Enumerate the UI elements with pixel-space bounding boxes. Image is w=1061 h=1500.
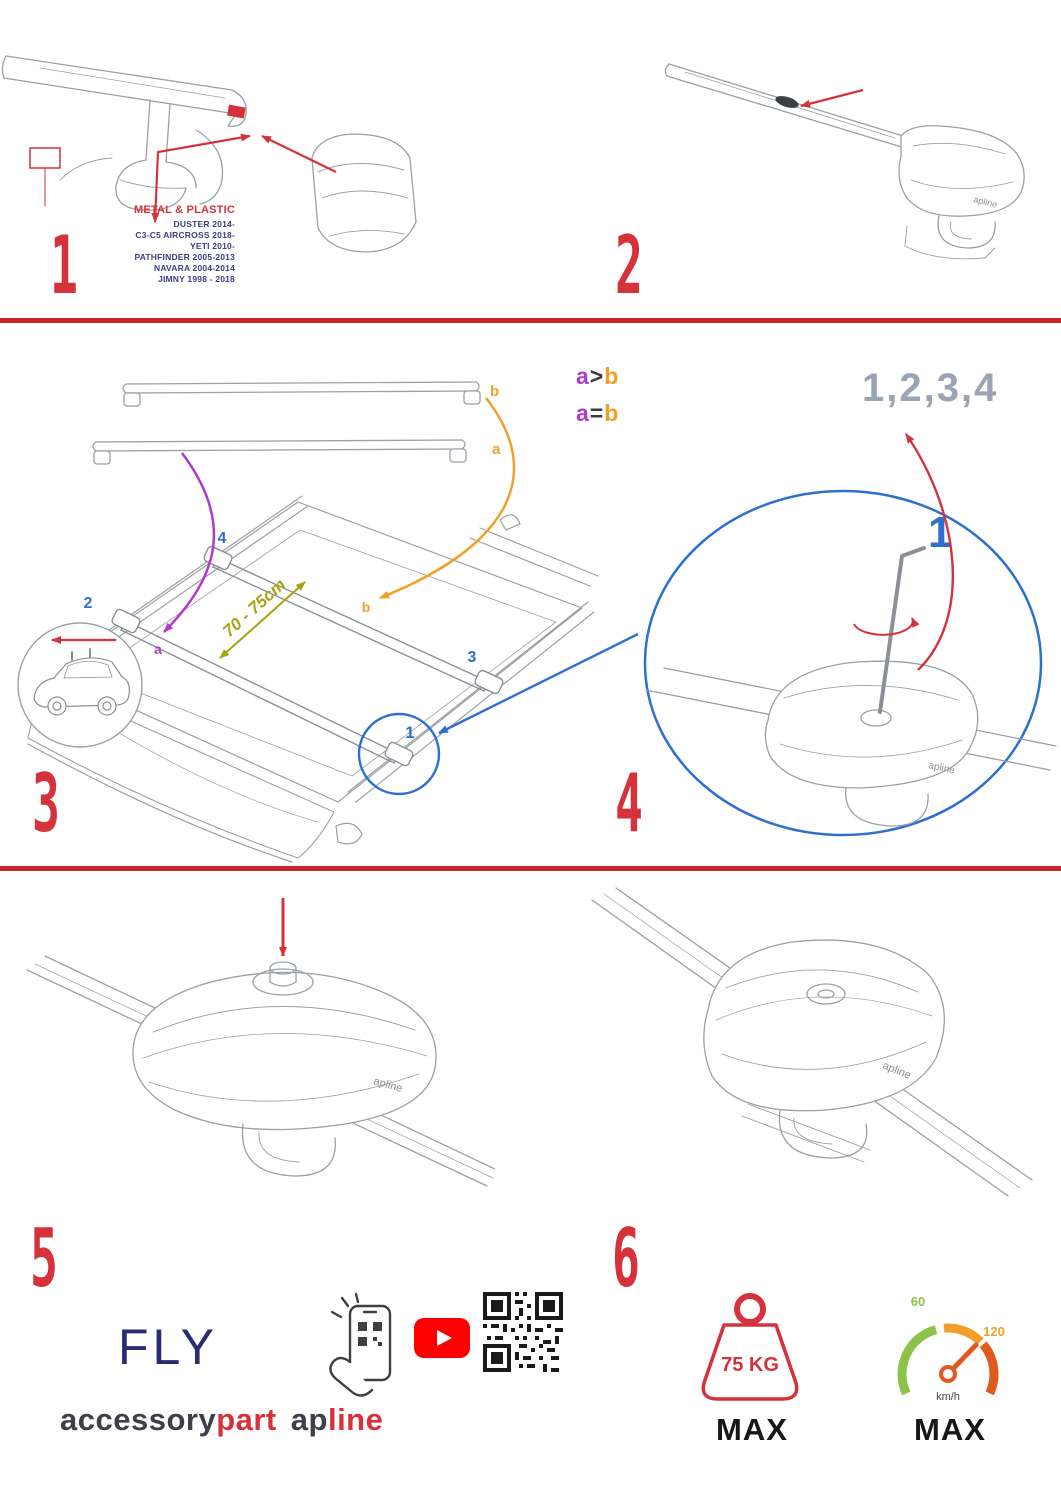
- model-line: PATHFINDER 2005-2013: [134, 252, 235, 262]
- distance-label: 70 - 75cm: [219, 575, 289, 641]
- mounted-crossbars: [111, 545, 504, 767]
- legend-a: a: [576, 363, 590, 389]
- speedometer-icon: 60 120 km/h: [897, 1294, 1005, 1403]
- step4-tighten-detail-drawing: apline: [643, 433, 1057, 837]
- speed-min: 60: [911, 1294, 925, 1309]
- qr-code: [483, 1292, 563, 1372]
- legend-b: b: [604, 363, 620, 389]
- phone-scan-icon: [329, 1292, 392, 1397]
- step3-number: 3: [32, 757, 60, 850]
- model-line: C3-C5 AIRCROSS 2018-: [135, 230, 235, 240]
- material-label: METAL & PLASTIC: [134, 204, 235, 216]
- loose-crossbars: [92, 381, 481, 465]
- guide-curve-a: [163, 452, 216, 633]
- legend-a: a: [576, 400, 590, 426]
- section-divider: [0, 866, 1061, 871]
- car-inset: [17, 622, 143, 748]
- position-label-3: 3: [468, 649, 477, 666]
- guide-curve-b: [379, 397, 516, 600]
- compatible-models-list: METAL & PLASTIC DUSTER 2014- C3-C5 AIRCR…: [85, 204, 235, 285]
- model-line: JIMNY 1998 - 2018: [158, 274, 235, 284]
- sequence-arrow: [905, 433, 955, 671]
- step4-number: 4: [615, 757, 643, 850]
- speed-max: 120: [983, 1324, 1005, 1339]
- model-line: DUSTER 2014-: [173, 219, 235, 229]
- step2-red-arrow: [800, 88, 864, 108]
- position-label-4: 4: [218, 530, 227, 547]
- step5-number: 5: [30, 1212, 58, 1305]
- position-label-1: 1: [405, 723, 414, 742]
- length-legend: a>b a=b: [576, 358, 619, 432]
- rotation-arrow: [853, 617, 920, 636]
- step2-bar-end-drawing: apline: [664, 63, 1025, 260]
- brand-accessory: accessory: [60, 1402, 217, 1437]
- brand-ap: ap: [290, 1402, 328, 1437]
- speed-max-label: MAX: [914, 1412, 986, 1447]
- legend-op: >: [589, 363, 605, 389]
- model-line: NAVARA 2004-2014: [154, 263, 235, 273]
- step5-knob-drawing: apline: [26, 898, 495, 1187]
- step1-clamp-drawing: [1, 55, 417, 253]
- legend-row-1: a>b: [576, 358, 619, 395]
- legend-row-2: a=b: [576, 395, 619, 432]
- bar-label-a: a: [492, 441, 501, 458]
- weight-max-label: MAX: [716, 1412, 788, 1447]
- legend-op: =: [589, 400, 605, 426]
- brand-badge: [227, 104, 246, 119]
- brand-line: line: [327, 1402, 384, 1437]
- callout-circle: [357, 712, 441, 796]
- position-label-2: 2: [84, 595, 93, 612]
- legend-b: b: [604, 400, 620, 426]
- model-line: YETI 2010-: [190, 241, 235, 251]
- zoom-circle: [643, 489, 1043, 837]
- bar-slot: [775, 96, 799, 108]
- step3-roof-layout-drawing: b a: [17, 381, 639, 863]
- bar-label-b: b: [490, 383, 499, 400]
- distance-arrow: [219, 581, 306, 659]
- allen-key: [878, 546, 926, 714]
- step6-number: 6: [612, 1212, 640, 1305]
- weight-value: 75 KG: [721, 1354, 779, 1376]
- section-divider: [0, 318, 1061, 323]
- step1-number: 1: [50, 219, 78, 312]
- brand-part: part: [216, 1402, 277, 1437]
- step6-mounted-clamp-drawing: apline: [591, 887, 1033, 1197]
- position-label-b: b: [362, 599, 371, 615]
- callout-arrow: [438, 632, 639, 735]
- speed-unit: km/h: [936, 1391, 960, 1403]
- step2-number: 2: [615, 219, 643, 312]
- step1-red-arrows: [29, 133, 337, 223]
- position-label-a: a: [154, 641, 162, 657]
- youtube-icon: [414, 1318, 470, 1358]
- weight-limit-icon: 75 KG: [701, 1293, 799, 1401]
- product-name: FLY: [118, 1319, 218, 1375]
- tightening-sequence-label: 1,2,3,4: [862, 366, 999, 410]
